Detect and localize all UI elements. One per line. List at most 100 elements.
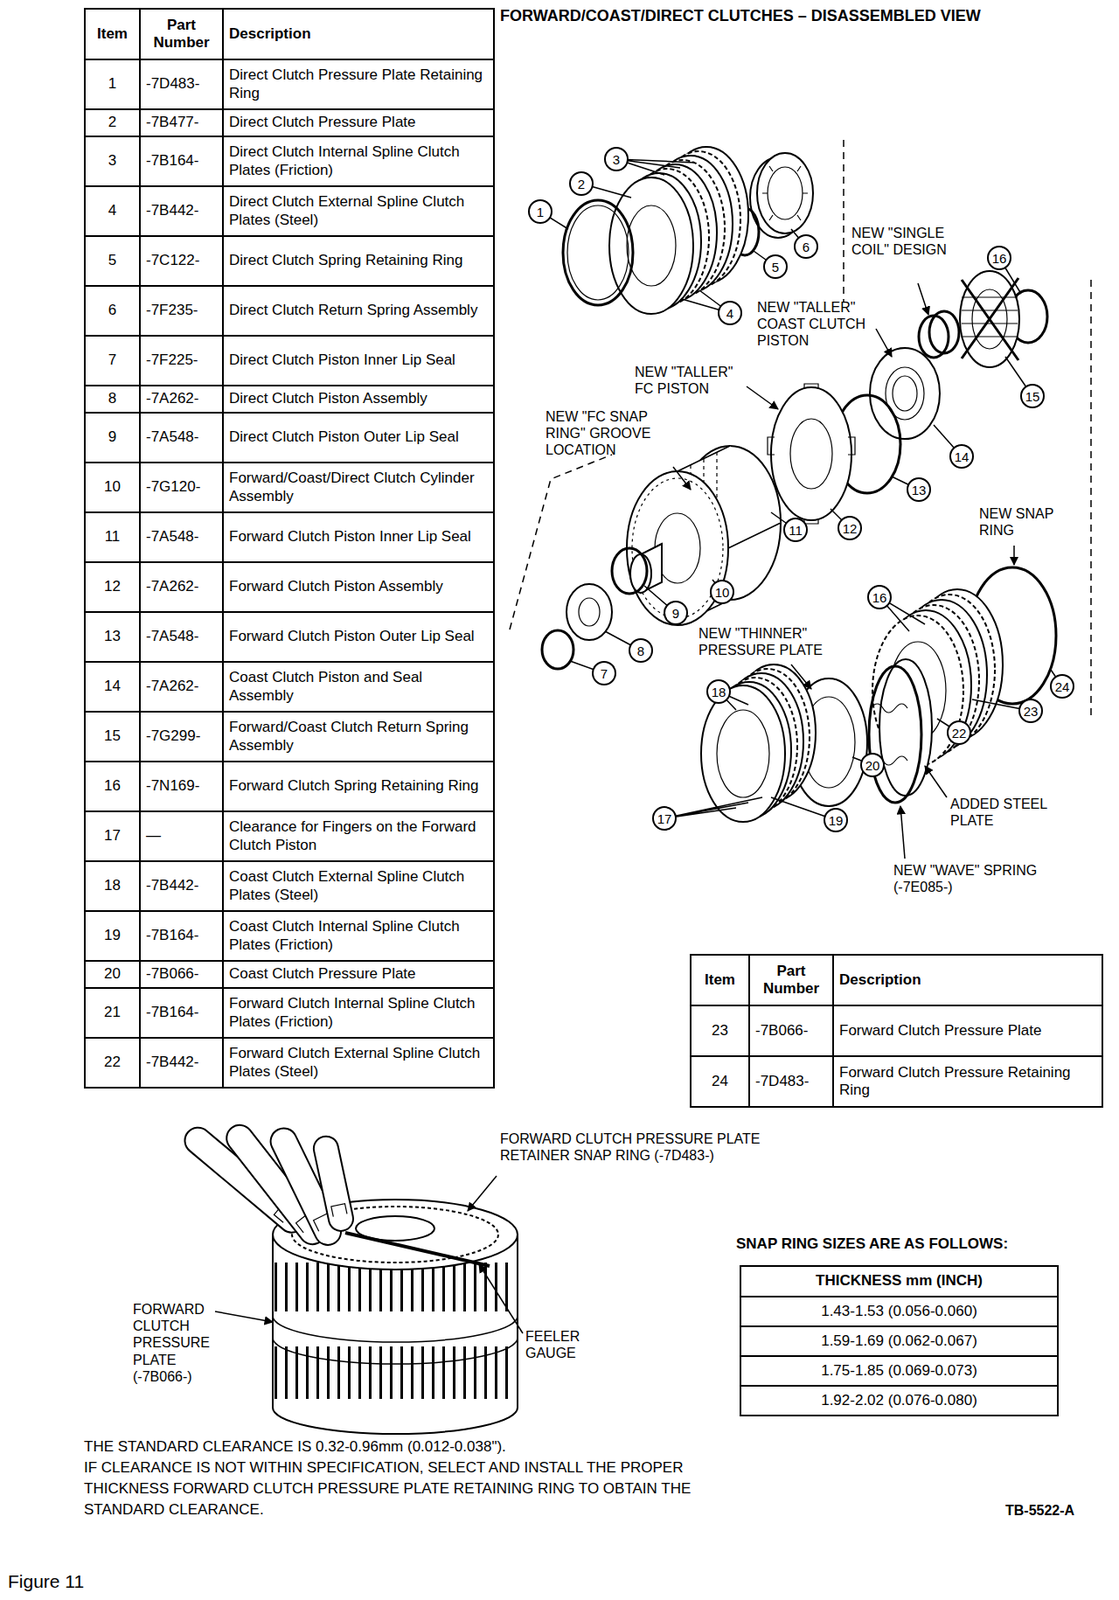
callout-number: 23: [1023, 704, 1039, 718]
callout-circle: 11: [783, 517, 808, 543]
table-text: -7B066-: [145, 965, 199, 982]
table-row: 1.59-1.69 (0.062-0.067): [740, 1326, 1058, 1356]
table-cell: —: [139, 811, 223, 862]
table-cell: -7N169-: [139, 761, 223, 812]
callout-number: 22: [952, 726, 967, 740]
callout-circle: 6: [793, 234, 819, 259]
figure-title: FORWARD/COAST/DIRECT CLUTCHES – DISASSEM…: [500, 6, 981, 27]
table-text: -7A548-: [145, 627, 199, 645]
table-cell: 16: [84, 761, 140, 812]
callout-number: 17: [657, 812, 673, 826]
table-text: -7B477-: [145, 113, 199, 131]
table-text: 12: [104, 577, 121, 595]
table-header-cell: Description: [833, 954, 1103, 1006]
table-cell: 3: [84, 136, 140, 187]
table-cell: Direct Clutch Return Spring Assembly: [222, 285, 494, 336]
table-header: Description: [839, 971, 922, 988]
callout-number: 16: [872, 590, 888, 605]
table-row: 23-7B066-Forward Clutch Pressure Plate: [690, 1005, 1103, 1057]
callout-number: 5: [771, 260, 779, 274]
table-row: 14-7A262-Coast Clutch Piston and Seal As…: [84, 661, 494, 712]
table-text: 14: [104, 677, 121, 695]
table-cell: Forward/Coast/Direct Clutch Cylinder Ass…: [222, 462, 494, 513]
table-cell: Forward Clutch Piston Inner Lip Seal: [222, 512, 494, 563]
table-text: Direct Clutch Pressure Plate Retaining R…: [229, 66, 483, 101]
callout-circle: 24: [1049, 674, 1075, 699]
table-cell: 6: [84, 285, 140, 336]
table-cell: -7G299-: [139, 711, 223, 762]
table-header-cell: Description: [222, 8, 494, 60]
table-row: ItemPart NumberDescription: [690, 954, 1103, 1006]
callout-number: 24: [1055, 680, 1071, 694]
table-text: 22: [104, 1053, 121, 1071]
table-row: THICKNESS mm (INCH): [740, 1265, 1058, 1297]
table-row: 2-7B477-Direct Clutch Pressure Plate: [84, 109, 494, 137]
table-cell: Forward Clutch Pressure Retaining Ring: [833, 1056, 1103, 1107]
table-text: Direct Clutch External Spline Clutch Pla…: [229, 193, 465, 228]
table-cell: Forward Clutch Pressure Plate: [833, 1005, 1103, 1057]
table-cell: 4: [84, 186, 140, 237]
table-cell: Direct Clutch Pressure Plate: [222, 109, 494, 137]
part-label: FEELER GAUGE: [525, 1327, 605, 1362]
table-cell: 1.92-2.02 (0.076-0.080): [740, 1385, 1058, 1416]
table-header: Item: [97, 25, 128, 42]
table-cell: Direct Clutch Internal Spline Clutch Pla…: [222, 136, 494, 187]
snap-ring-table: THICKNESS mm (INCH)1.43-1.53 (0.056-0.06…: [739, 1264, 1059, 1417]
table-cell: 24: [690, 1056, 750, 1107]
callout-circle: 10: [709, 579, 735, 605]
table-header: Description: [229, 25, 312, 42]
callout-number: 10: [715, 585, 730, 599]
table-row: 10 -7G120- Forward/Coast/Direct Clutch Cyl…: [84, 462, 494, 513]
callout-number: 16: [992, 251, 1008, 265]
table-cell: Coast Clutch External Spline Clutch Plat…: [222, 861, 494, 911]
table-cell: Direct Clutch Piston Inner Lip Seal: [222, 335, 494, 386]
table-text: Direct Clutch Internal Spline Clutch Pla…: [229, 143, 460, 178]
parts-table: ItemPart NumberDescription1-7D483-Direct…: [83, 7, 495, 1089]
table-text: 15: [104, 727, 121, 744]
callout-circle: 16: [986, 245, 1012, 271]
table-text: 4: [108, 201, 117, 219]
table-text: -7B164-: [145, 1003, 199, 1021]
table-cell: 11: [84, 512, 140, 563]
table-text: 7: [108, 351, 117, 369]
table-text: -7D483-: [755, 1072, 809, 1090]
table-cell: Forward Clutch Piston Assembly: [222, 562, 494, 612]
table-text: 17: [104, 827, 121, 844]
table-text: 19: [104, 926, 121, 944]
table-cell: Direct Clutch Spring Retaining Ring: [222, 236, 494, 286]
table-text: -7B442-: [145, 1053, 199, 1071]
table-text: 11: [104, 528, 121, 545]
table-row: 8-7A262-Direct Clutch Piston Assembly: [84, 385, 494, 413]
table-row: 9-7A548-Direct Clutch Piston Outer Lip S…: [84, 412, 494, 463]
table-cell: Forward Clutch External Spline Clutch Pl…: [222, 1037, 494, 1088]
table-row: 4 -7B442- Direct Clutch External Spline Cl…: [84, 186, 494, 237]
callout-number: 18: [711, 685, 727, 699]
table-row: 21-7B164-Forward Clutch Internal Spline …: [84, 987, 494, 1038]
table-row: 22 -7B442- Forward Clutch External Spline …: [84, 1037, 494, 1088]
table-text: -7G120-: [145, 478, 201, 495]
change-note: NEW "FC SNAP RING" GROOVE LOCATION: [545, 408, 677, 459]
table-cell: -7B164-: [139, 136, 223, 187]
callout-number: 13: [911, 483, 927, 497]
table-text: -7N169-: [145, 777, 200, 794]
table-title: SNAP RING SIZES ARE AS FOLLOWS:: [736, 1235, 1104, 1253]
table-text: 16: [104, 777, 121, 794]
table-cell: 10: [84, 462, 140, 513]
table-cell: -7F235-: [139, 285, 223, 336]
table-text: 21: [104, 1003, 121, 1021]
table-text: -7A262-: [145, 389, 199, 407]
table-cell: 9: [84, 412, 140, 463]
table-row: 12-7A262-Forward Clutch Piston Assembly: [84, 562, 494, 612]
table-cell: Coast Clutch Pressure Plate: [222, 960, 494, 988]
callout-circle: 13: [906, 477, 932, 502]
table-text: -7B442-: [145, 201, 199, 219]
table-cell: -7B442-: [139, 1037, 223, 1088]
table-cell: 14: [84, 661, 140, 712]
table-text: Forward Clutch Piston Inner Lip Seal: [229, 528, 472, 545]
table-text: 3: [108, 152, 117, 169]
table-cell: 21: [84, 987, 140, 1038]
callout-circle: 16: [867, 584, 892, 610]
table-cell: 18: [84, 861, 140, 911]
table-cell: Direct Clutch Piston Outer Lip Seal: [222, 412, 494, 463]
table-text: 8: [108, 389, 117, 407]
